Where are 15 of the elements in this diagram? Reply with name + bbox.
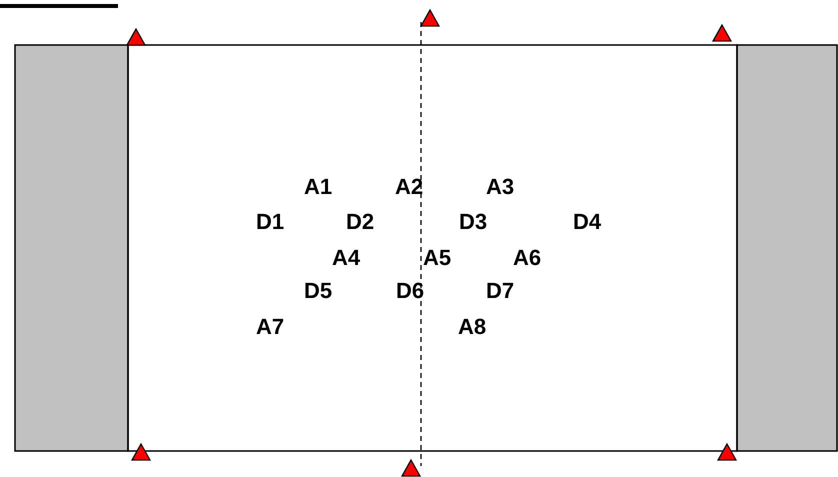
position-label: A8 — [458, 316, 486, 338]
position-label: D1 — [256, 211, 284, 233]
position-label: D6 — [396, 280, 424, 302]
position-label: A6 — [513, 247, 542, 269]
position-label: A1 — [304, 176, 332, 198]
position-label: A3 — [486, 176, 514, 198]
position-label: D5 — [304, 280, 332, 302]
position-label: D7 — [486, 280, 514, 302]
position-label: A2 — [395, 176, 424, 198]
position-label: D3 — [459, 211, 488, 233]
position-label: A5 — [423, 247, 452, 269]
position-label: A4 — [332, 247, 360, 269]
position-label: A7 — [256, 316, 284, 338]
position-label: D4 — [573, 211, 602, 233]
position-label: D2 — [346, 211, 374, 233]
